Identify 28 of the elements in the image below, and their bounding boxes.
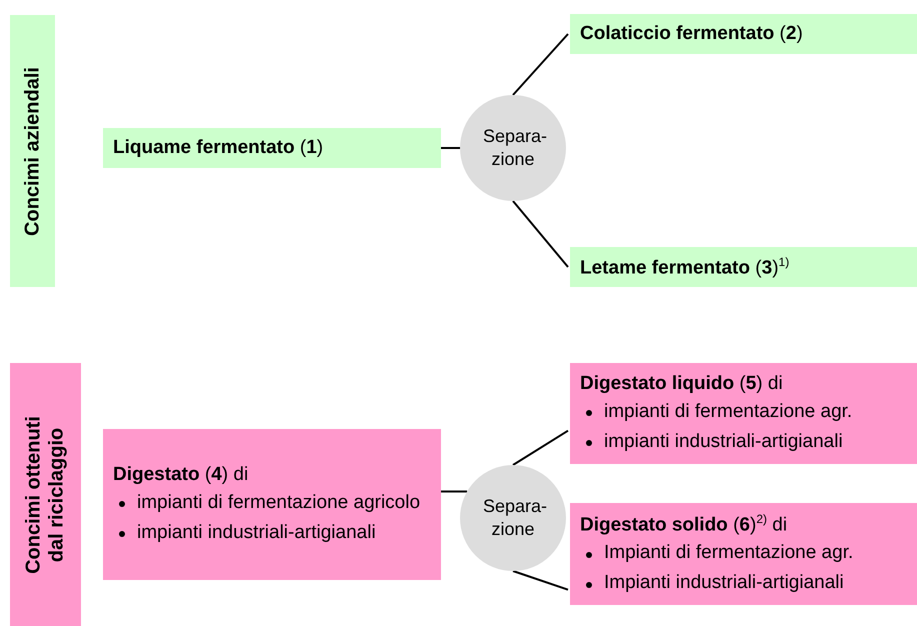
bullet-item: impianti di fermentazione agr. bbox=[604, 400, 852, 422]
product-title: Digestato liquido (5) di bbox=[580, 372, 784, 395]
connector-line bbox=[512, 200, 569, 268]
category-label: Concimi ottenuti dal riciclaggio bbox=[22, 414, 68, 576]
bullet-item: impianti di fermentazione agricolo bbox=[137, 492, 420, 513]
product-title: Digestato solido (6)$^{2)}$ di bbox=[580, 512, 788, 536]
bullet-item: Impianti di fermentazione agr. bbox=[604, 542, 854, 564]
product-box bbox=[570, 363, 917, 464]
category-band bbox=[10, 15, 55, 287]
product-title: Digestato (4) di bbox=[113, 464, 250, 486]
bullet-item: impianti industriali-artigianali bbox=[137, 522, 376, 542]
category-label: Concimi aziendali bbox=[21, 66, 44, 238]
connector-line bbox=[512, 570, 568, 591]
product-title: Letame fermentato (3)$^{1)}$ bbox=[580, 254, 790, 280]
product-box bbox=[570, 14, 917, 54]
product-box bbox=[103, 429, 441, 580]
product-title: Colaticcio fermentato (2) bbox=[580, 23, 804, 45]
connector-line bbox=[512, 430, 569, 466]
connector-line bbox=[512, 33, 569, 96]
product-box bbox=[570, 247, 917, 287]
connector-line bbox=[441, 490, 468, 492]
product-box bbox=[570, 503, 917, 605]
connector-line bbox=[441, 147, 460, 149]
category-band bbox=[10, 363, 81, 626]
bullet-item: impianti industriali-artigianali bbox=[604, 430, 843, 452]
product-title: Liquame fermentato (1) bbox=[113, 137, 324, 159]
product-box bbox=[103, 128, 441, 168]
bullet-item: Impianti industriali-artigianali bbox=[604, 572, 844, 594]
